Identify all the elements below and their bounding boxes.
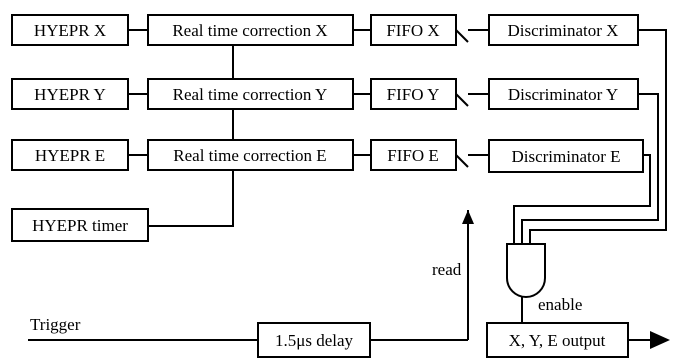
block-output-label: X, Y, E output <box>509 331 606 350</box>
block-rtc-e-label: Real time correction E <box>173 146 326 165</box>
wire-disc-y-to-gate <box>521 93 659 244</box>
block-output: X, Y, E output <box>486 322 629 358</box>
block-fifo-e-label: FIFO E <box>387 146 438 165</box>
block-fifo-x: FIFO X <box>370 14 457 46</box>
block-rtc-x-label: Real time correction X <box>172 21 327 40</box>
block-disc-x: Discriminator X <box>488 14 639 46</box>
signal-read-label: read <box>432 260 462 279</box>
block-rtc-e: Real time correction E <box>147 139 354 171</box>
wire-timer-bus-3 <box>148 170 234 227</box>
block-delay: 1.5μs delay <box>257 322 371 358</box>
block-rtc-x: Real time correction X <box>147 14 354 46</box>
block-delay-label: 1.5μs delay <box>275 331 354 350</box>
signal-enable-label: enable <box>538 295 582 314</box>
block-hyepr-e: HYEPR E <box>11 139 129 171</box>
block-hyepr-e-label: HYEPR E <box>35 146 105 165</box>
block-hyepr-timer: HYEPR timer <box>11 208 149 242</box>
wire-fifo-x-to-read-bus <box>455 29 469 43</box>
and-gate <box>506 243 546 298</box>
wire-disc-e-to-gate <box>513 154 651 244</box>
block-fifo-y-label: FIFO Y <box>387 85 440 104</box>
block-rtc-y: Real time correction Y <box>147 78 354 110</box>
block-disc-x-label: Discriminator X <box>508 21 619 40</box>
block-fifo-y: FIFO Y <box>370 78 457 110</box>
wire-fifo-y-to-read-bus <box>455 93 469 107</box>
block-disc-e-label: Discriminator E <box>511 147 620 166</box>
block-disc-e: Discriminator E <box>488 139 644 173</box>
wire-fifo-e-to-read-bus <box>455 154 469 168</box>
wire-disc-x-to-gate <box>529 29 667 244</box>
block-disc-y-label: Discriminator Y <box>508 85 618 104</box>
block-rtc-y-label: Real time correction Y <box>173 85 328 104</box>
block-disc-y: Discriminator Y <box>488 78 639 110</box>
block-fifo-e: FIFO E <box>370 139 457 171</box>
read-bus-arrowhead <box>462 210 474 224</box>
output-arrowhead <box>650 331 670 349</box>
wires <box>28 29 670 349</box>
block-hyepr-timer-label: HYEPR timer <box>32 216 128 235</box>
signal-trigger-label: Trigger <box>30 315 81 334</box>
block-hyepr-x: HYEPR X <box>11 14 129 46</box>
block-hyepr-x-label: HYEPR X <box>34 21 106 40</box>
block-hyepr-y-label: HYEPR Y <box>34 85 106 104</box>
block-hyepr-y: HYEPR Y <box>11 78 129 110</box>
block-fifo-x-label: FIFO X <box>386 21 439 40</box>
